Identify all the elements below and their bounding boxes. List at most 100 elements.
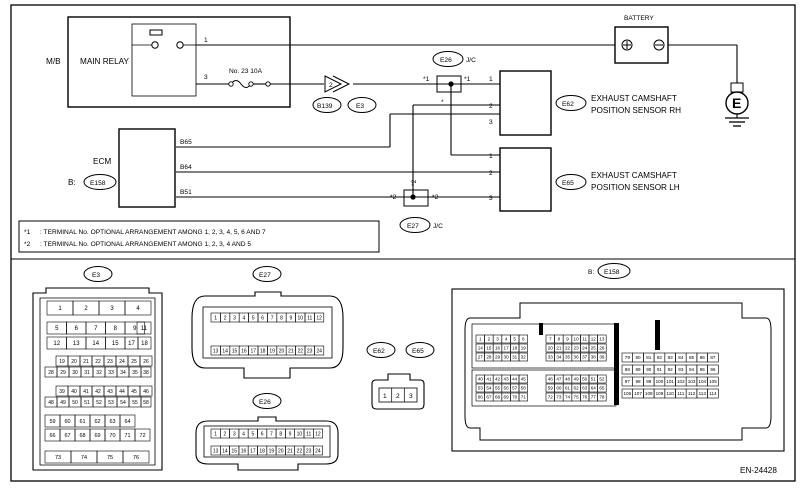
e62-label: E62 [562, 101, 574, 108]
pin-number: 75 [107, 455, 113, 461]
pin-number: 22 [95, 359, 101, 365]
face-e62-pin-2: 2 [396, 393, 400, 400]
pin-number: 40 [478, 377, 484, 382]
pin-number: 66 [49, 433, 55, 439]
pin-number: 106 [624, 391, 632, 396]
pin-number: 32 [521, 355, 527, 360]
face-e62-label: E62 [373, 348, 385, 355]
pin-number: 68 [79, 433, 85, 439]
face-e65-label: E65 [412, 348, 424, 355]
pin-number: 51 [84, 400, 90, 406]
pin-number: 48 [565, 377, 571, 382]
pin-number: 74 [565, 395, 571, 400]
pin-number: 65 [599, 386, 605, 391]
pin-number: 73 [55, 455, 61, 461]
pin-number: 66 [478, 395, 484, 400]
pin-number: 17 [504, 346, 510, 351]
pin-number: 88 [625, 367, 631, 372]
pin-number: 36 [574, 355, 580, 360]
pin-number: 12 [316, 315, 322, 321]
pin-number: 61 [565, 386, 571, 391]
pin-number: 104 [698, 379, 706, 384]
pin-number: 25 [591, 346, 597, 351]
pin-number: 2 [488, 337, 491, 342]
pin-cell [597, 352, 607, 362]
pin-number: 1 [214, 431, 217, 437]
pin-number: 100 [656, 379, 664, 384]
pin-number: 105 [709, 379, 717, 384]
pin-number: 18 [260, 348, 266, 354]
mb-label: M/B [46, 57, 61, 66]
pin-number: 52 [599, 377, 605, 382]
pin-number: 28 [486, 355, 492, 360]
pin-number: 48 [48, 400, 54, 406]
pin-number: 108 [645, 391, 653, 396]
pin-number: 110 [666, 391, 674, 396]
pin-cell [597, 334, 607, 344]
pin-number: 31 [512, 355, 518, 360]
pin-number: 86 [700, 355, 706, 360]
ground-letter: E [732, 95, 741, 111]
pin-number: 77 [591, 395, 597, 400]
pin-number: 6 [75, 326, 79, 332]
pin-cell [597, 343, 607, 353]
pin-number: 12 [315, 431, 321, 437]
outer-frame [10, 4, 796, 482]
pin-number: 19 [59, 359, 65, 365]
pin-number: 43 [107, 389, 113, 395]
e65-label: E65 [562, 180, 574, 187]
pin-number: 41 [486, 377, 492, 382]
pin-number: 72 [139, 433, 145, 439]
ecm-box: ECM B: E158 B65 B64 B51 [68, 128, 192, 208]
pin-number: 84 [678, 355, 684, 360]
pin-cell [707, 352, 719, 363]
pin-number: 46 [143, 389, 149, 395]
pin-number: 4 [243, 315, 246, 321]
ecm-pin-b64: B64 [180, 164, 192, 171]
pin-number: 99 [646, 379, 652, 384]
pin-cell [707, 376, 719, 387]
pin-number: 21 [287, 448, 293, 454]
pin-number: 7 [270, 431, 273, 437]
e65-sensor: 1 2 3 E65 EXHAUST CAMSHAFT POSITION SENS… [489, 147, 680, 212]
pin-number: 41 [83, 389, 89, 395]
pin-number: 9 [566, 337, 569, 342]
pin-number: 39 [59, 389, 65, 395]
pin-number: 87 [710, 355, 716, 360]
e62-sensor: 2 3 E62 EXHAUST CAMSHAFT POSITION SENSOR… [489, 70, 681, 136]
pin-number: 42 [95, 389, 101, 395]
pin-number: 12 [53, 341, 60, 347]
pin-number: 30 [504, 355, 510, 360]
pin-number: 67 [64, 433, 70, 439]
pin-number: 14 [92, 341, 99, 347]
pin-number: 1 [479, 337, 482, 342]
battery-label: BATTERY [624, 15, 654, 22]
pin-number: 55 [132, 400, 138, 406]
pin-number: 19 [521, 346, 527, 351]
pin-number: 49 [574, 377, 580, 382]
pin-number: 69 [94, 433, 100, 439]
pin-number: 70 [512, 395, 518, 400]
b139-label: B139 [317, 103, 333, 110]
pin-number: 57 [512, 386, 518, 391]
pin-number: 46 [548, 377, 554, 382]
e65-pin-2: 2 [489, 170, 493, 177]
pin-number: 70 [109, 433, 115, 439]
pin-number: 29 [495, 355, 501, 360]
pin-number: 15 [231, 448, 237, 454]
pin-number: 16 [495, 346, 501, 351]
b139-connector: 2 B139 E3 [312, 75, 377, 113]
face-e3-label: E3 [92, 272, 100, 279]
pin-cell [597, 383, 607, 393]
pin-number: 35 [565, 355, 571, 360]
pin-number: 45 [521, 377, 527, 382]
e62-pin-2: 2 [489, 103, 493, 110]
pin-number: 62 [94, 419, 100, 425]
e65-pin-3: 3 [489, 195, 493, 202]
pin-number: 1 [214, 315, 217, 321]
pin-number: 18 [259, 448, 265, 454]
pin-number: 92 [668, 367, 674, 372]
face-e158-prefix: B: [588, 269, 594, 276]
